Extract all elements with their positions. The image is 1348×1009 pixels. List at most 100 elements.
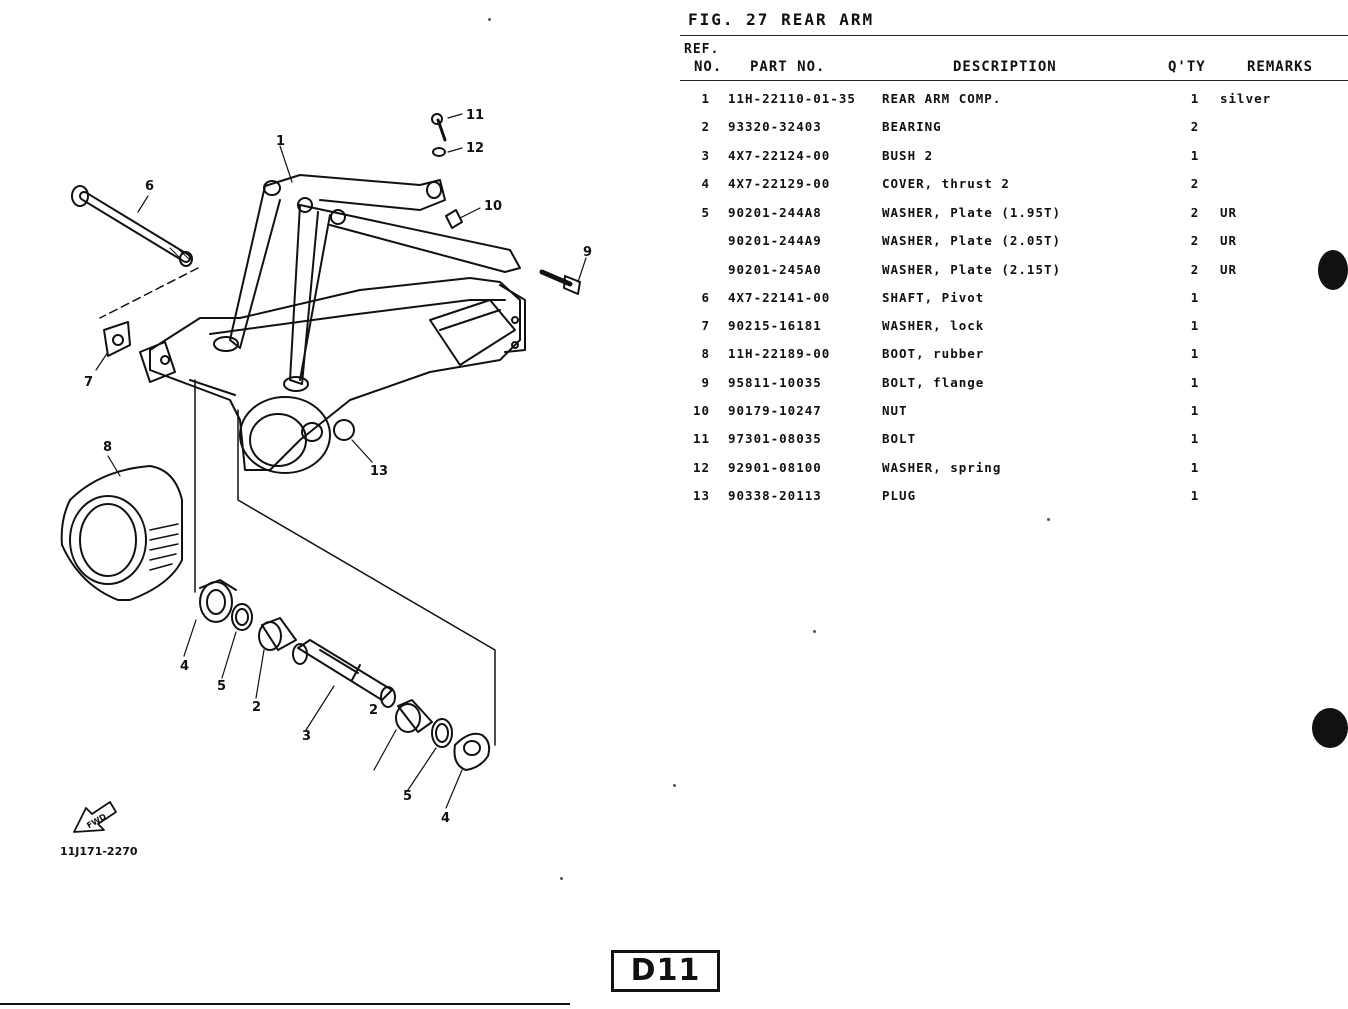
quantity: 2 (1190, 262, 1200, 277)
bush-part (292, 639, 396, 708)
quantity: 1 (1190, 460, 1200, 475)
fwd-label: FWD (85, 812, 108, 830)
ref-number: 4 (701, 176, 710, 191)
table-row: 4 4X7-22129-00 COVER, thrust 2 2 (0, 176, 1348, 198)
callout-4a: 4 (180, 659, 189, 674)
part-description: BUSH 2 (882, 148, 934, 163)
drawing-code: 11J171-2270 (60, 845, 138, 858)
quantity: 1 (1190, 488, 1200, 503)
ref-number: 3 (701, 148, 710, 163)
table-row: 3 4X7-22124-00 BUSH 2 1 (0, 148, 1348, 170)
table-row: 90201-245A0 WASHER, Plate (2.15T) 2 UR (0, 262, 1348, 284)
ref-number: 6 (701, 290, 710, 305)
part-number: 90201-244A8 (728, 205, 822, 220)
remarks: UR (1220, 262, 1238, 277)
table-row: 10 90179-10247 NUT 1 (0, 403, 1348, 425)
quantity: 1 (1190, 318, 1200, 333)
remarks: silver (1220, 91, 1272, 106)
part-number: 90338-20113 (728, 488, 822, 503)
header-ref-line1: REF. (684, 42, 720, 57)
part-description: BOLT, flange (882, 375, 985, 390)
quantity: 1 (1190, 91, 1200, 106)
part-description: BEARING (882, 119, 942, 134)
ref-number: 11 (692, 431, 710, 446)
part-description: BOLT (882, 431, 917, 446)
ref-number: 10 (692, 403, 710, 418)
header-ref-line2: NO. (694, 59, 723, 75)
quantity: 1 (1190, 346, 1200, 361)
part-number: 90179-10247 (728, 403, 822, 418)
quantity: 1 (1190, 148, 1200, 163)
table-row: 90201-244A9 WASHER, Plate (2.05T) 2 UR (0, 233, 1348, 255)
ref-number: 7 (701, 318, 710, 333)
ref-number: 12 (692, 460, 710, 475)
callout-1: 1 (276, 134, 285, 149)
scan-speck (488, 18, 491, 21)
part-number: 4X7-22129-00 (728, 176, 831, 191)
quantity: 1 (1190, 431, 1200, 446)
part-number: 4X7-22141-00 (728, 290, 831, 305)
pivot-shaft-part (71, 185, 193, 267)
scan-speck (1047, 518, 1050, 521)
rear-arm-exploded-diagram: 1 2 2 3 4 4 5 5 6 7 8 9 10 11 12 13 FWD … (60, 108, 592, 858)
callout-5a: 5 (217, 679, 226, 694)
part-description: PLUG (882, 488, 917, 503)
ref-number: 13 (692, 488, 710, 503)
ref-number: 2 (701, 119, 710, 134)
table-row: 6 4X7-22141-00 SHAFT, Pivot 1 (0, 290, 1348, 312)
part-number: 11H-22110-01-35 (728, 91, 856, 106)
table-row: 2 93320-32403 BEARING 2 (0, 119, 1348, 141)
quantity: 2 (1190, 205, 1200, 220)
part-number: 90201-245A0 (728, 262, 822, 277)
part-description: SHAFT, Pivot (882, 290, 985, 305)
part-number: 93320-32403 (728, 119, 822, 134)
callout-11: 11 (466, 108, 484, 123)
bottom-rule (0, 1003, 570, 1005)
table-row: 12 92901-08100 WASHER, spring 1 (0, 460, 1348, 482)
callout-9: 9 (583, 245, 592, 260)
binder-hole (1312, 708, 1348, 748)
figure-title: FIG. 27 REAR ARM (688, 10, 875, 29)
ref-number: 1 (701, 91, 710, 106)
part-description: NUT (882, 403, 908, 418)
quantity: 1 (1190, 403, 1200, 418)
part-number: 11H-22189-00 (728, 346, 831, 361)
quantity: 2 (1190, 233, 1200, 248)
callout-5b: 5 (403, 789, 412, 804)
scan-speck (813, 630, 816, 633)
callout-3: 3 (302, 729, 311, 744)
part-description: REAR ARM COMP. (882, 91, 1002, 106)
callout-8: 8 (103, 440, 112, 455)
part-number: 90201-244A9 (728, 233, 822, 248)
part-description: BOOT, rubber (882, 346, 985, 361)
part-description: WASHER, Plate (2.05T) (882, 233, 1062, 248)
table-row: 1 11H-22110-01-35 REAR ARM COMP. 1 silve… (0, 91, 1348, 113)
rubber-boot-part (60, 465, 183, 601)
remarks: UR (1220, 233, 1238, 248)
quantity: 2 (1190, 119, 1200, 134)
part-number: 90215-16181 (728, 318, 822, 333)
rear-arm-body (139, 174, 526, 474)
part-description: COVER, thrust 2 (882, 176, 1010, 191)
quantity: 1 (1190, 375, 1200, 390)
table-row: 11 97301-08035 BOLT 1 (0, 431, 1348, 453)
callout-4b: 4 (441, 811, 450, 826)
part-number: 95811-10035 (728, 375, 822, 390)
thrust-cover-left-part (199, 579, 237, 623)
scan-speck (560, 877, 563, 880)
callout-2b: 2 (369, 703, 378, 718)
table-row: 5 90201-244A8 WASHER, Plate (1.95T) 2 UR (0, 205, 1348, 227)
scan-speck (673, 784, 676, 787)
callout-6: 6 (145, 179, 154, 194)
header-description: DESCRIPTION (953, 59, 1057, 75)
callout-12: 12 (466, 141, 484, 156)
part-number: 97301-08035 (728, 431, 822, 446)
header-qty: Q'TY (1168, 59, 1206, 75)
ref-number: 9 (701, 375, 710, 390)
table-row: 8 11H-22189-00 BOOT, rubber 1 (0, 346, 1348, 368)
header-part-no: PART NO. (750, 59, 826, 75)
ref-number: 8 (701, 346, 710, 361)
callout-13: 13 (370, 464, 388, 479)
header-remarks: REMARKS (1247, 59, 1314, 75)
forward-arrow-icon (73, 801, 117, 833)
